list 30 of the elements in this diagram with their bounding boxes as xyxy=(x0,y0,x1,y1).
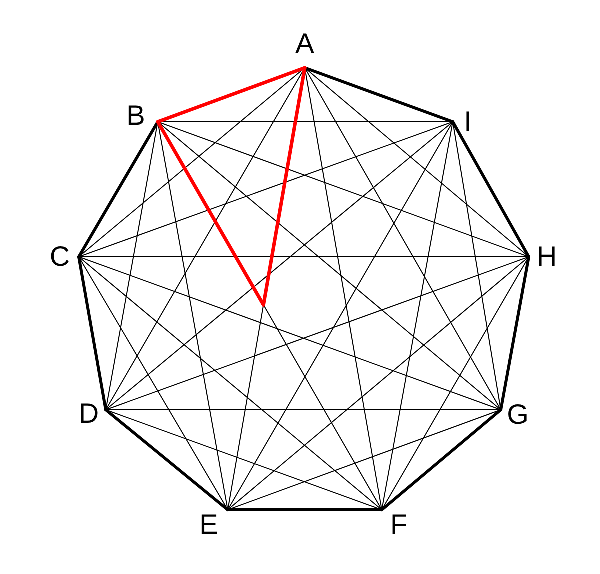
polygon-side xyxy=(452,120,530,258)
vertex-label: H xyxy=(536,243,558,271)
vertex-label: B xyxy=(126,102,146,130)
diagonal-line xyxy=(106,122,454,410)
polygon-side xyxy=(78,256,108,412)
polygon-side xyxy=(78,120,160,258)
vertex-label: I xyxy=(464,108,472,136)
diagonal-line xyxy=(158,122,530,258)
vertex-label: E xyxy=(200,511,218,539)
polygon-side xyxy=(380,408,502,512)
polygon-side xyxy=(226,508,384,512)
polygon-side xyxy=(500,256,530,412)
diagonal-line xyxy=(78,256,530,258)
diagonal-line xyxy=(78,256,382,510)
highlighted-line xyxy=(156,66,307,124)
highlighted-line xyxy=(156,120,266,307)
diagonal-line xyxy=(228,122,454,510)
diagonal-line xyxy=(382,122,454,510)
vertex-label: D xyxy=(78,400,100,428)
highlighted-line xyxy=(262,66,307,307)
diagonal-line xyxy=(304,68,502,410)
vertex-label: F xyxy=(390,511,408,539)
diagonal-line xyxy=(304,68,530,258)
polygon-side xyxy=(304,66,454,124)
vertex-label: C xyxy=(50,243,70,271)
polygon-side xyxy=(104,408,230,512)
diagonal-line xyxy=(228,256,530,510)
diagonal-line xyxy=(78,122,454,258)
vertex-label: G xyxy=(507,401,529,429)
vertex-label: A xyxy=(296,30,314,58)
